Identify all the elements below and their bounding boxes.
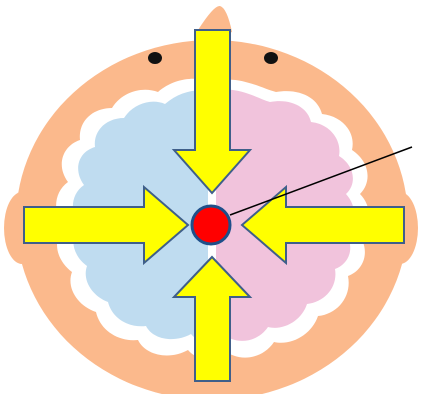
center-dot-icon [192, 206, 230, 244]
left-eye-icon [148, 52, 162, 64]
right-eye-icon [264, 52, 278, 64]
